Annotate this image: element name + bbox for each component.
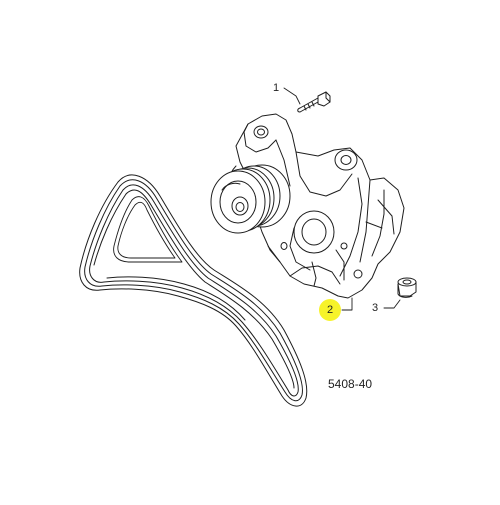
callout-1: 1 [273,82,280,94]
tensioner-bracket [235,113,405,299]
serpentine-belt [79,174,308,407]
callout-3: 3 [372,302,379,314]
callout-2-highlighted: 2 [319,299,341,321]
idler-pulley [210,164,291,234]
spacer-bushing [397,277,417,298]
leader-lines [283,87,401,311]
bolt [297,91,331,113]
drawing-number: 5408-40 [328,377,373,391]
